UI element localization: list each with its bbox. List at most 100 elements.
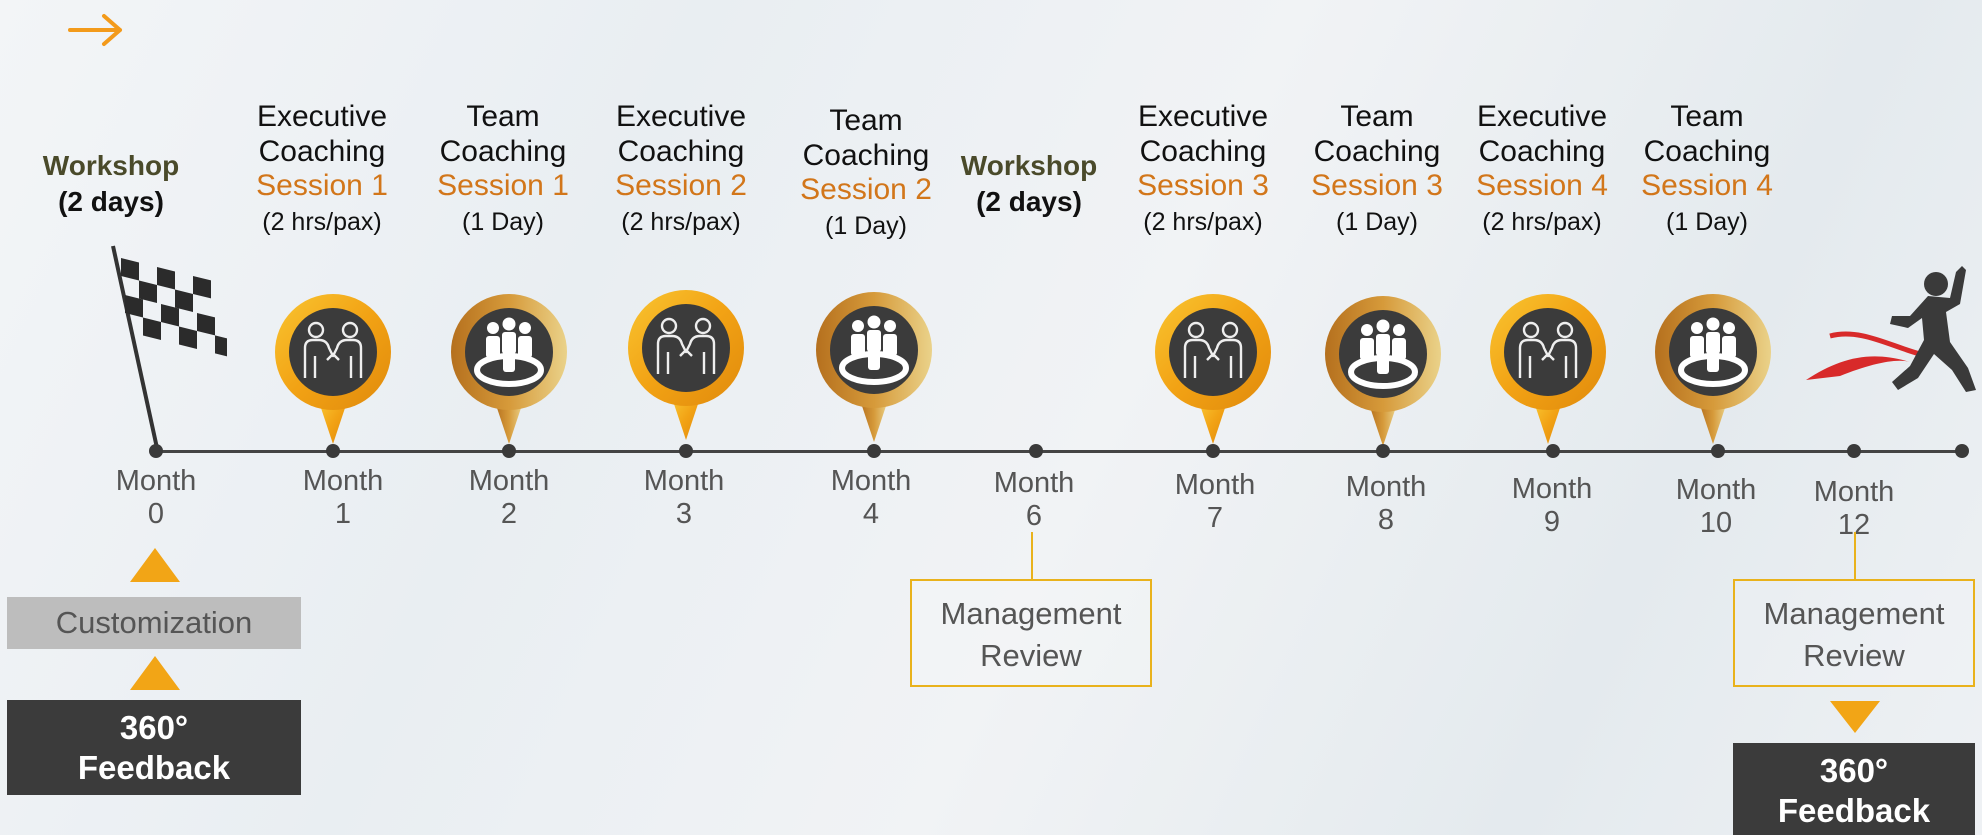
timeline-dot — [679, 444, 693, 458]
session-line2: Coaching — [258, 134, 386, 168]
review-line1: Management — [1763, 596, 1945, 631]
month-word: Month — [1675, 474, 1757, 506]
workshop-title: Workshop — [960, 150, 1098, 181]
workshop-title: Workshop — [42, 150, 180, 181]
session-title-4: Team Coaching Session 2 (1 Day) — [781, 104, 951, 240]
customization-label: Customization — [55, 605, 253, 640]
session-line1: Executive — [1476, 100, 1608, 133]
team-icon — [1325, 296, 1441, 446]
feedback-line2: Feedback — [77, 749, 231, 787]
workshop-label-6: Workshop (2 days) — [944, 148, 1114, 221]
session-line2: Coaching — [617, 134, 745, 168]
feedback-line1: 360° — [1819, 752, 1889, 789]
session-line2: Coaching — [802, 138, 930, 172]
session-line1: Team — [1340, 100, 1414, 133]
month-number: 2 — [500, 498, 518, 531]
month-word: Month — [830, 465, 912, 497]
month-word: Month — [1813, 476, 1895, 508]
month-number: 0 — [147, 498, 165, 531]
session-line1: Team — [466, 100, 540, 133]
checkered-flag-icon — [111, 245, 227, 449]
session-title-5: Executive Coaching Session 3 (2 hrs/pax) — [1118, 100, 1288, 236]
session-title-6: Team Coaching Session 3 (1 Day) — [1292, 100, 1462, 236]
handshake-icon — [1490, 294, 1606, 444]
session-title-3: Executive Coaching Session 2 (2 hrs/pax) — [596, 100, 766, 236]
timeline-dot — [867, 444, 881, 458]
month-word: Month — [468, 465, 550, 497]
timeline-dot — [1955, 444, 1969, 458]
month-word: Month — [1174, 469, 1256, 501]
session-line1: Executive — [256, 100, 388, 133]
feedback-box-right: 360° Feedback — [1733, 743, 1975, 835]
session-duration: (1 Day) — [1666, 207, 1748, 236]
handshake-icon — [275, 294, 391, 444]
session-duration: (2 hrs/pax) — [1482, 207, 1602, 236]
timeline-dot — [326, 444, 340, 458]
session-title-7: Executive Coaching Session 4 (2 hrs/pax) — [1457, 100, 1627, 236]
session-number: Session 4 — [1641, 169, 1773, 202]
session-number: Session 2 — [800, 173, 932, 206]
month-word: Month — [643, 465, 725, 497]
connector-line — [1031, 532, 1033, 580]
feedback-line1: 360° — [119, 709, 189, 746]
session-duration: (2 hrs/pax) — [1143, 207, 1263, 236]
timeline-dot — [1206, 444, 1220, 458]
session-line1: Team — [1670, 100, 1744, 133]
workshop-duration: (2 days) — [58, 186, 164, 218]
session-number: Session 3 — [1311, 169, 1443, 202]
triangle-up-icon — [130, 548, 180, 582]
session-line2: Coaching — [439, 134, 567, 168]
timeline-dot — [1711, 444, 1725, 458]
session-line1: Executive — [615, 100, 747, 133]
month-word: Month — [115, 465, 197, 497]
runner-finish-icon — [1806, 266, 1976, 392]
timeline-dot — [1029, 444, 1043, 458]
triangle-up-icon — [130, 656, 180, 690]
month-number: 9 — [1543, 506, 1561, 539]
team-icon — [451, 294, 567, 444]
session-line2: Coaching — [1139, 134, 1267, 168]
team-icon — [1655, 294, 1771, 444]
session-line1: Team — [829, 104, 903, 137]
review-line2: Review — [980, 637, 1082, 673]
session-number: Session 4 — [1476, 169, 1608, 202]
month-number: 10 — [1699, 507, 1733, 540]
session-line2: Coaching — [1478, 134, 1606, 168]
month-word: Month — [1511, 473, 1593, 505]
session-line2: Coaching — [1313, 134, 1441, 168]
arrow-right-icon — [68, 14, 122, 46]
month-word: Month — [1345, 471, 1427, 503]
session-number: Session 1 — [437, 169, 569, 202]
timeline-dot — [502, 444, 516, 458]
month-number: 4 — [862, 498, 880, 531]
month-number: 8 — [1377, 504, 1395, 537]
timeline-dot — [1847, 444, 1861, 458]
feedback-box-left: 360° Feedback — [7, 700, 301, 795]
handshake-icon — [1155, 294, 1271, 444]
session-duration: (2 hrs/pax) — [262, 207, 382, 236]
month-number: 7 — [1206, 502, 1224, 535]
customization-box: Customization — [7, 597, 301, 649]
month-number: 3 — [675, 498, 693, 531]
timeline-line — [155, 450, 1965, 453]
review-line1: Management — [940, 596, 1122, 631]
month-number: 12 — [1837, 509, 1871, 542]
month-word: Month — [993, 467, 1075, 499]
session-title-1: Executive Coaching Session 1 (2 hrs/pax) — [237, 100, 407, 236]
handshake-icon — [628, 290, 744, 440]
workshop-duration: (2 days) — [976, 186, 1082, 218]
session-title-8: Team Coaching Session 4 (1 Day) — [1622, 100, 1792, 236]
timeline-dot — [149, 444, 163, 458]
session-number: Session 3 — [1137, 169, 1269, 202]
session-duration: (1 Day) — [1336, 207, 1418, 236]
